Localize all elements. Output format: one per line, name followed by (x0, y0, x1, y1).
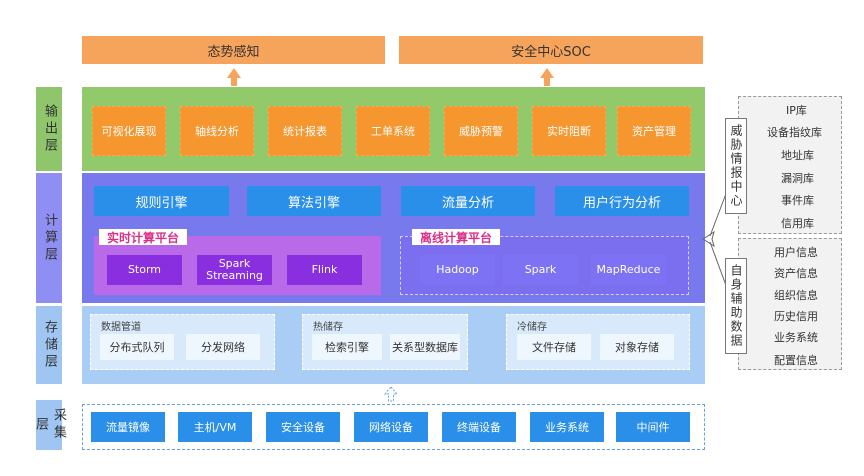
collect-item: 终端设备 (442, 412, 516, 442)
output-item: 实时阻断 (532, 106, 606, 156)
self-aux-item: 资产信息 (774, 267, 818, 280)
collect-item: 流量镜像 (91, 412, 165, 442)
storage-item: 检索引擎 (312, 334, 382, 360)
output-item: 资产管理 (617, 106, 691, 156)
output-item: 统计报表 (268, 106, 342, 156)
threat-intel-item: 漏洞库 (781, 172, 814, 185)
storage-item: 对象存储 (600, 334, 674, 360)
output-item: 可视化展现 (92, 106, 166, 156)
output-item: 威胁预警 (444, 106, 518, 156)
output-item: 工单系统 (356, 106, 430, 156)
self-aux-item: 用户信息 (774, 246, 818, 259)
cold-storage-title: 冷储存 (517, 322, 547, 333)
self-aux-item: 组织信息 (774, 289, 818, 302)
output-item: 轴线分析 (180, 106, 254, 156)
engine-item: 规则引擎 (94, 186, 229, 216)
collect-item: 网络设备 (354, 412, 428, 442)
arrow-stem (231, 78, 237, 86)
realtime-item: Spark Streaming (197, 255, 272, 285)
arrow-stem (544, 78, 550, 86)
threat-intel-item: IP库 (786, 104, 807, 117)
collect-item: 主机/VM (178, 412, 252, 442)
data-pipe-title: 数据管道 (101, 322, 141, 333)
realtime-platform-title: 实时计算平台 (99, 229, 187, 245)
layer-label-output: 输出层 (36, 87, 62, 171)
self-aux-label: 自身辅助数据 (725, 258, 747, 354)
collect-item: 业务系统 (530, 412, 604, 442)
collect-item: 安全设备 (266, 412, 340, 442)
realtime-item: Flink (287, 255, 362, 285)
arrow-up-icon (540, 68, 554, 78)
engine-item: 算法引擎 (247, 186, 381, 216)
self-aux-item: 配置信息 (774, 354, 818, 367)
offline-platform-title: 离线计算平台 (412, 229, 500, 245)
soc-box: 安全中心SOC (399, 36, 703, 64)
layer-label-collect: 采集层 (33, 400, 66, 450)
layer-label-compute: 计算层 (36, 173, 62, 303)
storage-item: 关系型数据库 (390, 334, 460, 360)
dashed-arrow-up-icon (383, 386, 399, 402)
offline-item: Hadoop (420, 255, 495, 285)
storage-item: 文件存储 (517, 334, 591, 360)
hot-storage-title: 热储存 (313, 322, 343, 333)
storage-item: 分发网络 (186, 334, 260, 360)
layer-label-storage: 存储层 (36, 306, 62, 384)
self-aux-item: 历史信用 (774, 310, 818, 323)
threat-intel-item: 地址库 (781, 149, 814, 162)
collect-item: 中间件 (616, 412, 690, 442)
threat-intel-label: 威胁情报中心 (725, 118, 747, 214)
engine-item: 用户行为分析 (555, 186, 689, 216)
self-aux-item: 业务系统 (774, 331, 818, 344)
threat-intel-item: 设备指纹库 (767, 126, 822, 139)
situational-awareness-box: 态势感知 (82, 36, 385, 64)
threat-intel-item: 事件库 (781, 194, 814, 207)
offline-item: Spark (503, 255, 578, 285)
realtime-item: Storm (107, 255, 182, 285)
offline-item: MapReduce (591, 255, 666, 285)
threat-intel-item: 信用库 (781, 217, 814, 230)
engine-item: 流量分析 (401, 186, 535, 216)
arrow-up-icon (227, 68, 241, 78)
storage-item: 分布式队列 (100, 334, 174, 360)
